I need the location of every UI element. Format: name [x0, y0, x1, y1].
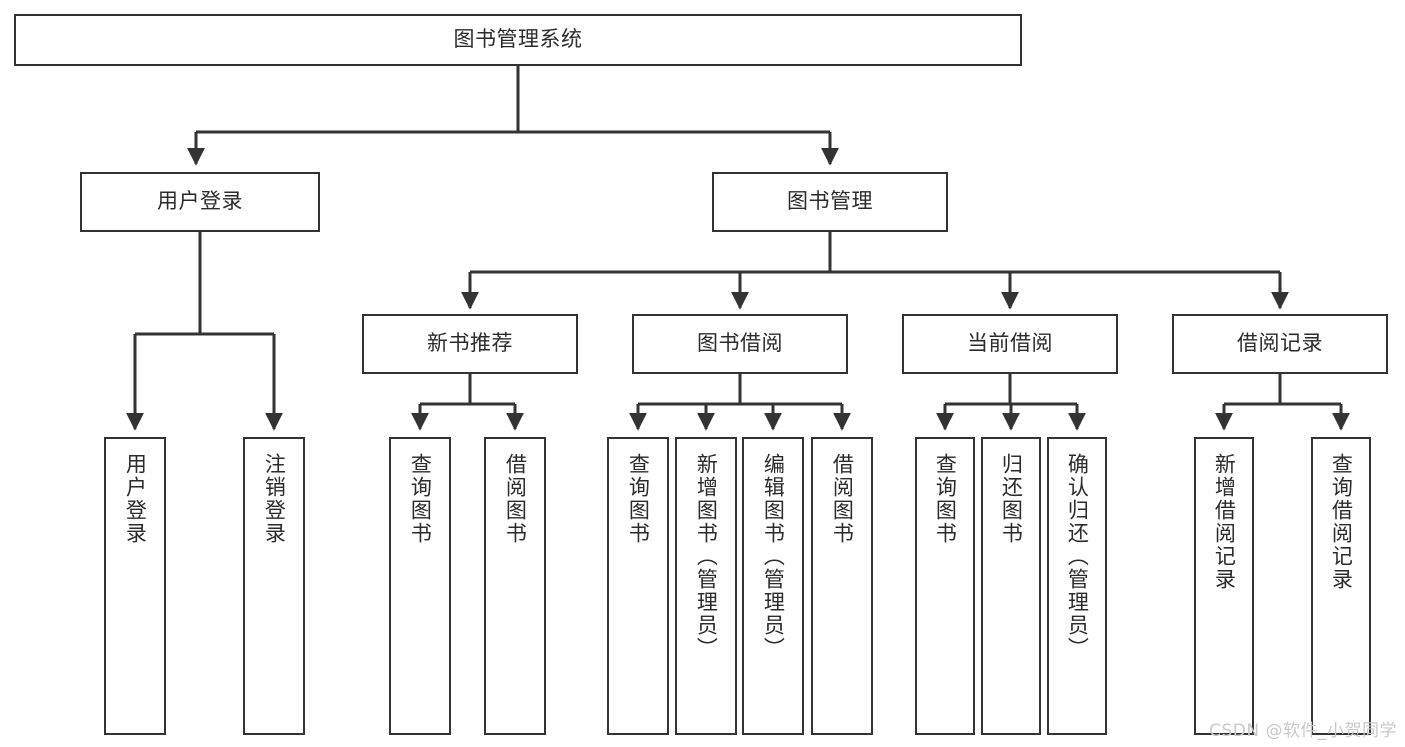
node-label: 图书借阅 [697, 331, 783, 356]
node-label: 用户登录 [157, 189, 243, 214]
node-leaf-add-book-admin[interactable]: 新增图书（管理员） [675, 437, 737, 735]
node-label: 确认归还（管理员） [1065, 453, 1090, 660]
node-leaf-borrow-book-recommend[interactable]: 借阅图书 [484, 437, 546, 735]
node-label: 查询图书 [933, 453, 958, 545]
node-label: 图书管理 [787, 189, 873, 214]
node-leaf-add-borrow-record[interactable]: 新增借阅记录 [1194, 437, 1254, 735]
node-leaf-query-book-current[interactable]: 查询图书 [915, 437, 975, 735]
node-current-borrow[interactable]: 当前借阅 [902, 314, 1118, 374]
node-leaf-logout[interactable]: 注销登录 [243, 437, 305, 735]
node-label: 归还图书 [999, 453, 1024, 545]
node-label: 图书管理系统 [453, 27, 583, 52]
node-leaf-query-book-borrow[interactable]: 查询图书 [607, 437, 669, 735]
node-leaf-edit-book-admin[interactable]: 编辑图书（管理员） [742, 437, 804, 735]
node-label: 新增图书（管理员） [694, 453, 719, 660]
node-label: 查询图书 [626, 453, 651, 545]
node-leaf-confirm-return-admin[interactable]: 确认归还（管理员） [1047, 437, 1107, 735]
node-book-management[interactable]: 图书管理 [712, 172, 948, 232]
node-borrow-record[interactable]: 借阅记录 [1172, 314, 1388, 374]
node-label: 借阅记录 [1237, 331, 1323, 356]
node-leaf-query-book-recommend[interactable]: 查询图书 [389, 437, 451, 735]
node-label: 借阅图书 [503, 453, 528, 545]
node-leaf-return-book[interactable]: 归还图书 [981, 437, 1041, 735]
node-leaf-user-login[interactable]: 用户登录 [104, 437, 166, 735]
node-label: 用户登录 [123, 453, 148, 545]
node-label: 新书推荐 [427, 331, 513, 356]
node-leaf-query-borrow-record[interactable]: 查询借阅记录 [1311, 437, 1371, 735]
node-user-login[interactable]: 用户登录 [80, 172, 320, 232]
node-label: 注销登录 [262, 453, 287, 545]
node-label: 借阅图书 [830, 453, 855, 545]
node-label: 当前借阅 [967, 331, 1053, 356]
node-new-book-recommend[interactable]: 新书推荐 [362, 314, 578, 374]
node-label: 查询图书 [408, 453, 433, 545]
node-label: 新增借阅记录 [1212, 453, 1237, 591]
node-book-borrow[interactable]: 图书借阅 [632, 314, 848, 374]
node-leaf-borrow-book[interactable]: 借阅图书 [811, 437, 873, 735]
node-label: 编辑图书（管理员） [761, 453, 786, 660]
node-label: 查询借阅记录 [1329, 453, 1354, 591]
node-root-book-management-system[interactable]: 图书管理系统 [14, 14, 1022, 66]
